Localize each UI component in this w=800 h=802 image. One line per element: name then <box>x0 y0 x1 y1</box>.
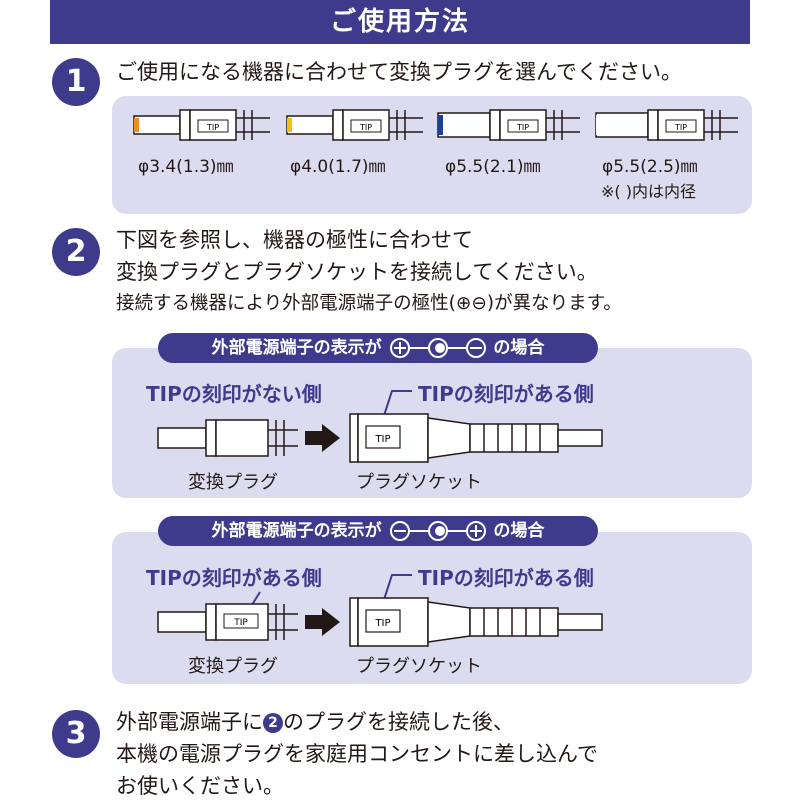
polarity-2-title: 外部電源端子の表示が の場合 <box>158 516 598 546</box>
polarity-1-left-label: TIPの刻印がない側 <box>146 382 322 406</box>
plug-tip-color-marker <box>287 118 292 132</box>
svg-text:TIP: TIP <box>206 123 219 132</box>
plug-2-label: φ4.0(1.7)㎜ <box>290 157 386 177</box>
step-2-line-1: 下図を参照し、機器の極性に合わせて <box>116 228 473 252</box>
plug-4-label: φ5.5(2.5)㎜ <box>602 157 698 177</box>
svg-text:TIP: TIP <box>674 123 687 132</box>
plug-2-icon: TIP <box>286 109 423 141</box>
polarity-1-socket-label: プラグソケット <box>356 472 482 493</box>
step-2-line-2: 変換プラグとプラグソケットを接続してください。 <box>116 260 598 284</box>
svg-text:TIP: TIP <box>233 618 248 628</box>
step-2-reference-badge: 2 <box>263 713 283 733</box>
polarity-1-plug-label: 変換プラグ <box>188 472 278 493</box>
inner-diameter-note: ※( )内は内径 <box>601 182 696 201</box>
polarity-plus-center-icon <box>389 338 486 358</box>
svg-text:TIP: TIP <box>374 618 390 629</box>
polarity-2-left-label: TIPの刻印がある側 <box>146 566 322 590</box>
polarity-1-title: 外部電源端子の表示が の場合 <box>158 333 598 363</box>
svg-text:TIP: TIP <box>516 123 529 132</box>
plug-4-icon: TIP <box>595 109 738 141</box>
polarity-2-plug-label: 変換プラグ <box>188 656 278 677</box>
polarity-minus-center-icon <box>389 521 486 541</box>
plug-tip-color-marker <box>438 115 443 135</box>
polarity-2-socket-label: プラグソケット <box>356 656 482 677</box>
polarity-2-right-label: TIPの刻印がある側 <box>418 566 594 590</box>
step-3-badge: 3 <box>52 710 100 758</box>
page-title: ご使用方法 <box>50 0 750 44</box>
plug-1-label: φ3.4(1.3)㎜ <box>138 157 234 177</box>
step-2-note: 接続する機器により外部電源端子の極性(⊕⊖)が異なります。 <box>116 293 622 314</box>
svg-text:TIP: TIP <box>359 123 372 132</box>
step-1-text: ご使用になる機器に合わせて変換プラグを選んでください。 <box>116 60 682 84</box>
plug-1-icon: TIP <box>133 109 270 141</box>
plug-3-label: φ5.5(2.1)㎜ <box>445 157 541 177</box>
plug-3-icon: TIP <box>437 109 580 141</box>
polarity-1-right-label: TIPの刻印がある側 <box>418 382 594 406</box>
step-3-line-3: お使いください。 <box>116 774 284 798</box>
plug-tip-color-marker <box>134 118 139 132</box>
svg-text:TIP: TIP <box>374 434 390 445</box>
step-3-line-2: 本機の電源プラグを家庭用コンセントに差し込んで <box>116 742 598 766</box>
step-2-badge: 2 <box>52 228 100 276</box>
plug-tip-color-marker <box>596 115 601 135</box>
step-1-badge: 1 <box>52 58 100 106</box>
